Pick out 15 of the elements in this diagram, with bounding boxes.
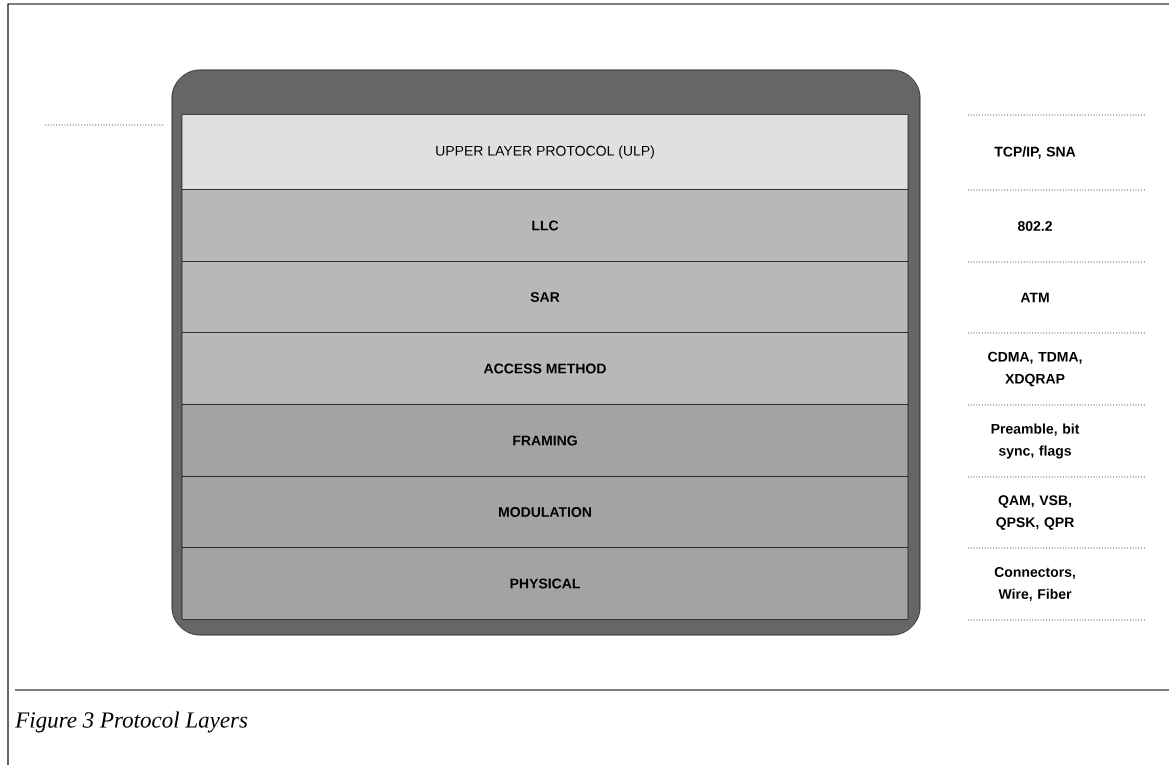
layer-box: PHYSICAL [181,547,909,620]
layer-box: ACCESS METHOD [181,332,909,405]
protocol-example: TCP/IP, SNA [994,146,1076,159]
protocol-example: CDMA, TDMA, XDQRAP [988,351,1082,387]
layer-box: UPPER LAYER PROTOCOL (ULP) [181,114,909,190]
protocol-example: 802.2 [1017,221,1052,231]
layer-box: SAR [181,261,909,333]
layer-box: FRAMING [181,404,909,477]
protocol-example: ATM [1020,292,1049,303]
layer-box: LLC [181,189,909,262]
layer-box: MODULATION [181,476,909,548]
protocol-example: QAM, VSB, QPSK, QPR [996,495,1074,530]
protocol-example: Connectors, Wire, Fiber [994,567,1075,601]
figure-caption: Figure 3 Protocol Layers [15,711,248,733]
protocol-example: Preamble, bit sync, flags [991,423,1080,459]
